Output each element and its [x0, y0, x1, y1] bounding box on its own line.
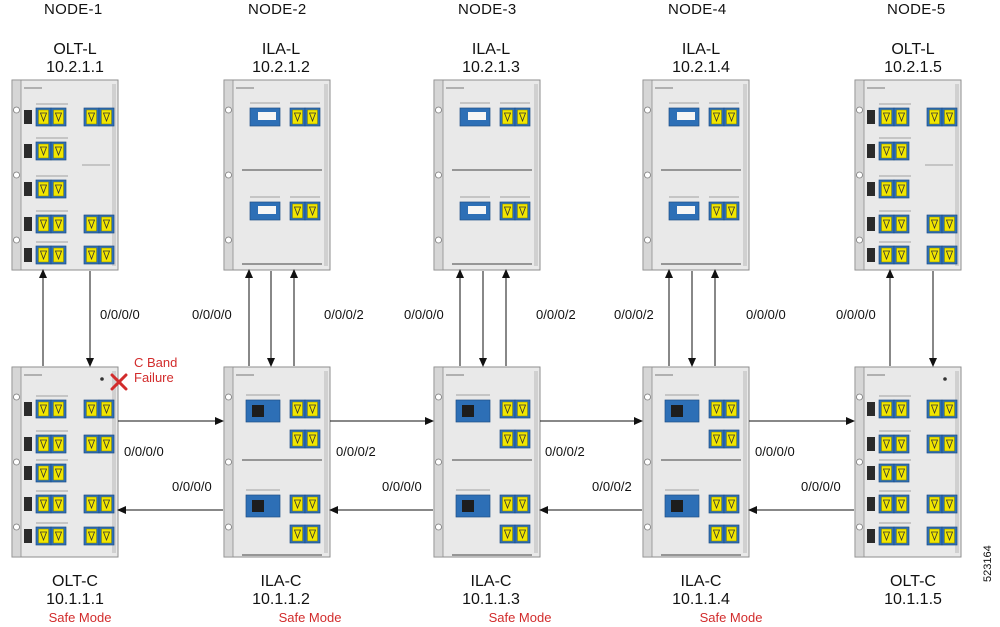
node-1-bottom-role: OLT-C [52, 573, 98, 590]
node-3-top-ip: 10.2.1.3 [462, 59, 520, 76]
node-2-status: Safe Mode [278, 610, 342, 625]
horizontal-port-label: 0/0/0/0 [382, 479, 422, 494]
node-4-bottom-ip: 10.1.1.4 [672, 591, 730, 608]
horizontal-port-label: 0/0/0/0 [172, 479, 212, 494]
node-1-olt-l-card [11, 79, 119, 271]
node-1-top-ip: 10.2.1.1 [46, 59, 104, 76]
node-5-bottom-role: OLT-C [890, 573, 936, 590]
node-3-status: Safe Mode [488, 610, 552, 625]
node-2-top-role: ILA-L [261, 41, 301, 58]
node-2-ila-l-card [223, 79, 331, 271]
node-3-ila-l-card [433, 79, 541, 271]
node-1-top-role: OLT-L [53, 41, 97, 58]
node-4-label: NODE-4 [668, 1, 727, 18]
node-3-ila-c-card [433, 366, 541, 558]
horizontal-port-label: 0/0/0/2 [336, 444, 376, 459]
vertical-port-label: 0/0/0/0 [404, 307, 444, 322]
node-4-top-role: ILA-L [681, 41, 721, 58]
node-2-label: NODE-2 [248, 1, 307, 18]
node-1-label: NODE-1 [44, 1, 103, 18]
node-5-top-ip: 10.2.1.5 [884, 59, 942, 76]
node-4-bottom-role: ILA-C [680, 573, 722, 590]
node-1-bottom-ip: 10.1.1.1 [46, 591, 104, 608]
figure-id: 523164 [982, 545, 994, 582]
node-2-ila-c-card [223, 366, 331, 558]
horizontal-port-label: 0/0/0/0 [801, 479, 841, 494]
node-4-ila-c-card [642, 366, 750, 558]
horizontal-port-label: 0/0/0/2 [592, 479, 632, 494]
vertical-port-label: 0/0/0/0 [192, 307, 232, 322]
failure-x-icon [110, 373, 128, 391]
vertical-port-label: 0/0/0/2 [536, 307, 576, 322]
vertical-port-label: 0/0/0/0 [746, 307, 786, 322]
vertical-port-label: 0/0/0/0 [836, 307, 876, 322]
node-4-status: Safe Mode [699, 610, 763, 625]
failure-label-line1: C Band [134, 355, 178, 370]
horizontal-port-label: 0/0/0/0 [755, 444, 795, 459]
node-3-top-role: ILA-L [471, 41, 511, 58]
node-3-bottom-role: ILA-C [470, 573, 512, 590]
vertical-port-label: 0/0/0/0 [100, 307, 140, 322]
node-1-olt-c-card [11, 366, 119, 558]
failure-annotation: C Band Failure [134, 355, 177, 385]
horizontal-port-label: 0/0/0/2 [545, 444, 585, 459]
node-5-top-role: OLT-L [891, 41, 935, 58]
node-3-label: NODE-3 [458, 1, 517, 18]
node-2-bottom-ip: 10.1.1.2 [252, 591, 310, 608]
node-4-top-ip: 10.2.1.4 [672, 59, 730, 76]
node-4-ila-l-card [642, 79, 750, 271]
horizontal-port-label: 0/0/0/0 [124, 444, 164, 459]
node-2-bottom-role: ILA-C [260, 573, 302, 590]
node-5-label: NODE-5 [887, 1, 946, 18]
node-5-olt-l-card [854, 79, 962, 271]
vertical-port-label: 0/0/0/2 [614, 307, 654, 322]
failure-label-line2: Failure [134, 370, 174, 385]
node-5-bottom-ip: 10.1.1.5 [884, 591, 942, 608]
node-3-bottom-ip: 10.1.1.3 [462, 591, 520, 608]
node-5-olt-c-card [854, 366, 962, 558]
node-2-top-ip: 10.2.1.2 [252, 59, 310, 76]
vertical-port-label: 0/0/0/2 [324, 307, 364, 322]
node-1-status: Safe Mode [48, 610, 112, 625]
